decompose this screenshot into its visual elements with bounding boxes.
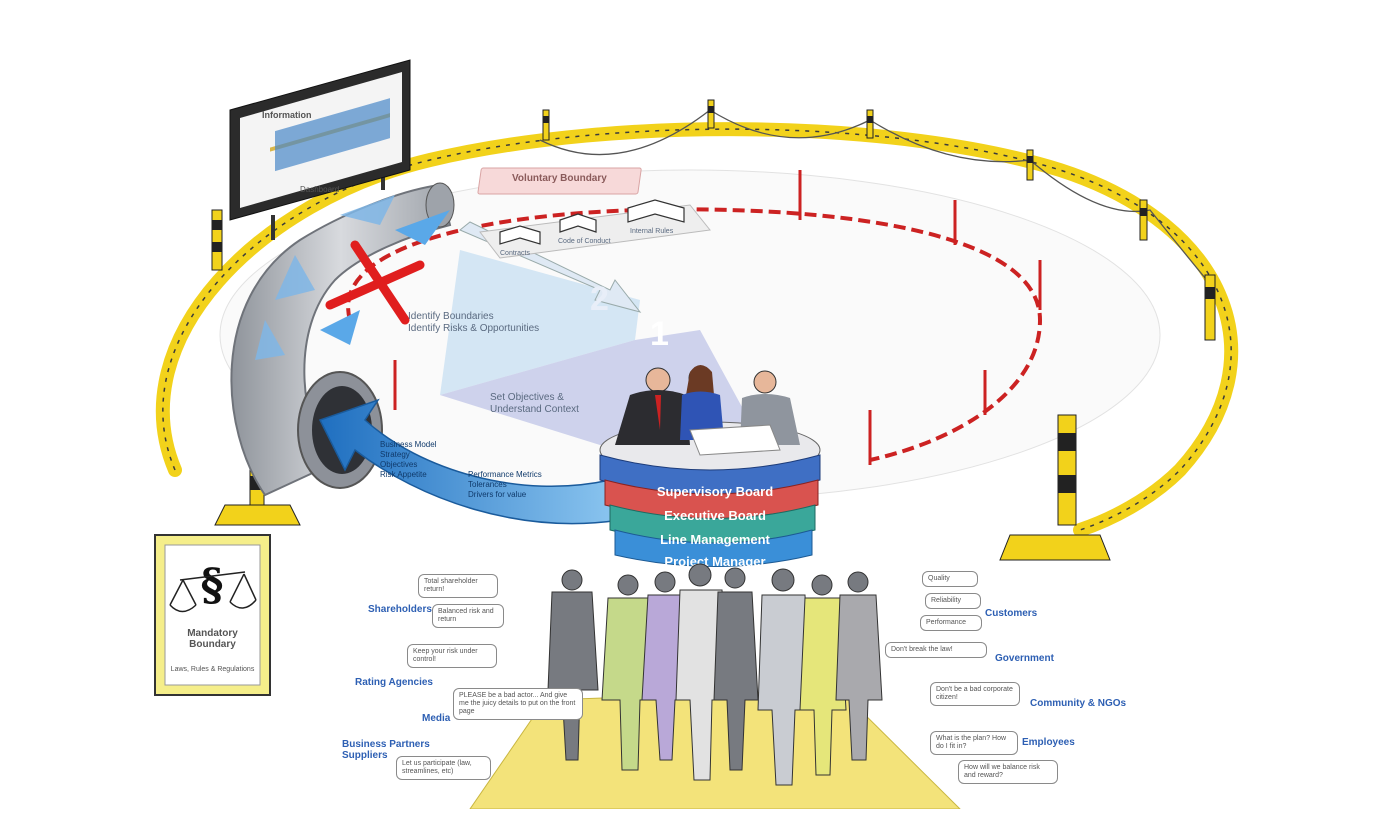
bubble-participate: Let us participate (law, streamlines, et… <box>396 756 491 780</box>
feedback-arrow <box>318 398 621 525</box>
stakeholder-suppliers: Suppliers <box>342 750 388 761</box>
bubble-performance: Performance <box>920 615 982 631</box>
book-label-contracts: Contracts <box>500 250 530 257</box>
red-posts <box>393 170 1042 465</box>
inner-red-boundary <box>346 207 1043 462</box>
stakeholder-business-partners: Business Partners <box>342 739 430 750</box>
mandatory-sign-sub: Laws, Rules & Regulations <box>170 666 255 673</box>
bubble-reliability: Reliability <box>925 593 981 609</box>
bubble-keep-risk: Keep your risk under control! <box>407 644 497 668</box>
bubble-plan: What is the plan? How do I fit in? <box>930 731 1018 755</box>
set-objectives-label: Set Objectives & <box>490 392 564 403</box>
arrow-left-line-2: Strategy <box>380 450 410 459</box>
layer-executive: Executive Board <box>664 508 766 523</box>
stakeholder-government: Government <box>995 653 1054 664</box>
billboard-title: Information <box>262 110 312 120</box>
stakeholder-rating-agencies: Rating Agencies <box>355 677 433 688</box>
bubble-quality: Quality <box>922 571 978 587</box>
arrow-text-right: Performance Metrics Tolerances Drivers f… <box>468 470 542 500</box>
voluntary-boundary-label: Voluntary Boundary <box>512 173 607 184</box>
layer-line: Line Management <box>660 532 770 547</box>
book-icons <box>499 199 685 245</box>
board-members <box>615 365 800 456</box>
blocked-cross-icon <box>325 240 425 325</box>
rope-line <box>539 109 1216 291</box>
stakeholder-employees: Employees <box>1022 737 1075 748</box>
stakeholder-crowd <box>547 563 883 786</box>
arrow-text-left: Business Model Strategy Objectives Risk … <box>380 440 436 480</box>
bubble-balance-risk: How will we balance risk and reward? <box>958 760 1058 784</box>
billboard <box>229 59 411 240</box>
paragraph-icon: § <box>200 560 223 611</box>
voluntary-banner <box>477 167 642 195</box>
arrow-right-line-1: Performance Metrics <box>468 470 542 479</box>
arrow-right-line-2: Tolerances <box>468 480 507 489</box>
understand-context-label: Understand Context <box>490 404 579 415</box>
arrow-left-line-1: Business Model <box>380 440 437 449</box>
step-number-2: 2 <box>590 280 609 318</box>
bubble-balanced-risk: Balanced risk and return <box>432 604 504 628</box>
layer-project: Project Manager <box>664 554 765 569</box>
layer-supervisory: Supervisory Board <box>657 484 773 499</box>
scales-icon <box>169 571 257 613</box>
stakeholder-shareholders: Shareholders <box>368 604 432 615</box>
bubble-total-return: Total shareholder return! <box>418 574 498 598</box>
identify-boundaries-label: Identify Boundaries <box>408 311 494 322</box>
mandatory-sign-title: Mandatory Boundary <box>187 628 238 650</box>
step-number-1: 1 <box>650 315 669 353</box>
billboard-footer: Dashboard <box>300 185 340 194</box>
book-label-rules: Internal Rules <box>630 228 674 235</box>
bubble-dont-break-law: Don't break the law! <box>885 642 987 658</box>
stakeholder-community: Community & NGOs <box>1030 698 1127 709</box>
arrow-left-line-3: Objectives <box>380 460 418 469</box>
arrow-right-line-3: Drivers for value <box>468 490 527 499</box>
bubble-media-request: PLEASE be a bad actor... And give me the… <box>453 688 583 720</box>
stakeholder-customers: Customers <box>985 608 1038 619</box>
book-label-code: Code of Conduct <box>558 238 611 245</box>
identify-risks-label: Identify Risks & Opportunities <box>408 323 540 334</box>
bubble-citizen: Don't be a bad corporate citizen! <box>930 682 1020 706</box>
arrow-left-line-4: Risk Appetite <box>380 470 427 479</box>
mandatory-sign: § <box>154 534 271 696</box>
stakeholder-media: Media <box>422 713 451 724</box>
